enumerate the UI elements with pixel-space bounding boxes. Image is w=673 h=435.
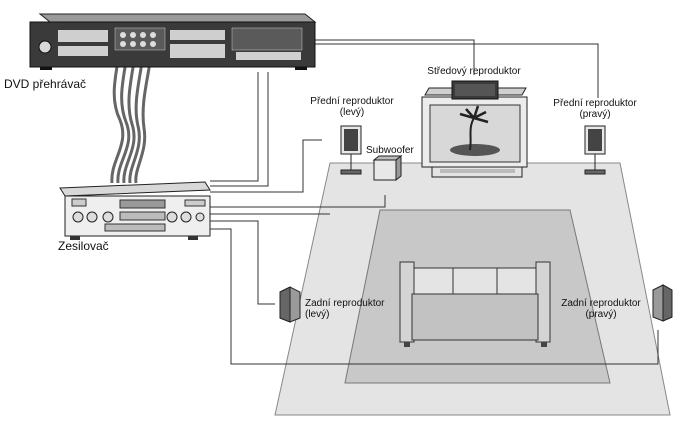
speaker-icon <box>584 125 606 175</box>
subwoofer-label: Subwoofer <box>366 145 414 156</box>
amplifier-icon <box>59 181 211 240</box>
front-right-label: Přední reproduktor (pravý) <box>543 98 647 120</box>
sofa-icon <box>399 261 551 347</box>
center-speaker-icon <box>451 80 499 100</box>
speaker-icon <box>652 284 673 322</box>
front-left-label-line2: (levý) <box>339 107 365 118</box>
front-left-label: Přední reproduktor (levý) <box>300 96 404 118</box>
rear-right-label-line1: Zadní reproduktor <box>561 298 641 309</box>
speaker-wiring <box>210 39 659 365</box>
tv-icon <box>421 87 528 178</box>
front-left-label-line1: Přední reproduktor <box>310 96 394 107</box>
rear-right-label: Zadní reproduktor (pravý) <box>552 298 650 320</box>
center-speaker-label: Středový reproduktor <box>427 66 521 77</box>
amplifier-label: Zesilovač <box>58 239 109 253</box>
subwoofer-icon <box>372 154 403 182</box>
dvd-player-icon <box>29 13 317 70</box>
rear-left-label: Zadní reproduktor (levý) <box>305 298 385 320</box>
dvd-player-label: DVD přehrávač <box>4 77 87 91</box>
front-right-label-line2: (pravý) <box>579 109 611 120</box>
speaker-icon <box>279 286 301 323</box>
rear-left-label-line2: (levý) <box>305 309 330 320</box>
rear-right-label-line2: (pravý) <box>585 309 617 320</box>
rear-left-label-line1: Zadní reproduktor <box>305 298 385 309</box>
front-right-label-line1: Přední reproduktor <box>553 98 637 109</box>
speaker-icon <box>340 125 362 175</box>
